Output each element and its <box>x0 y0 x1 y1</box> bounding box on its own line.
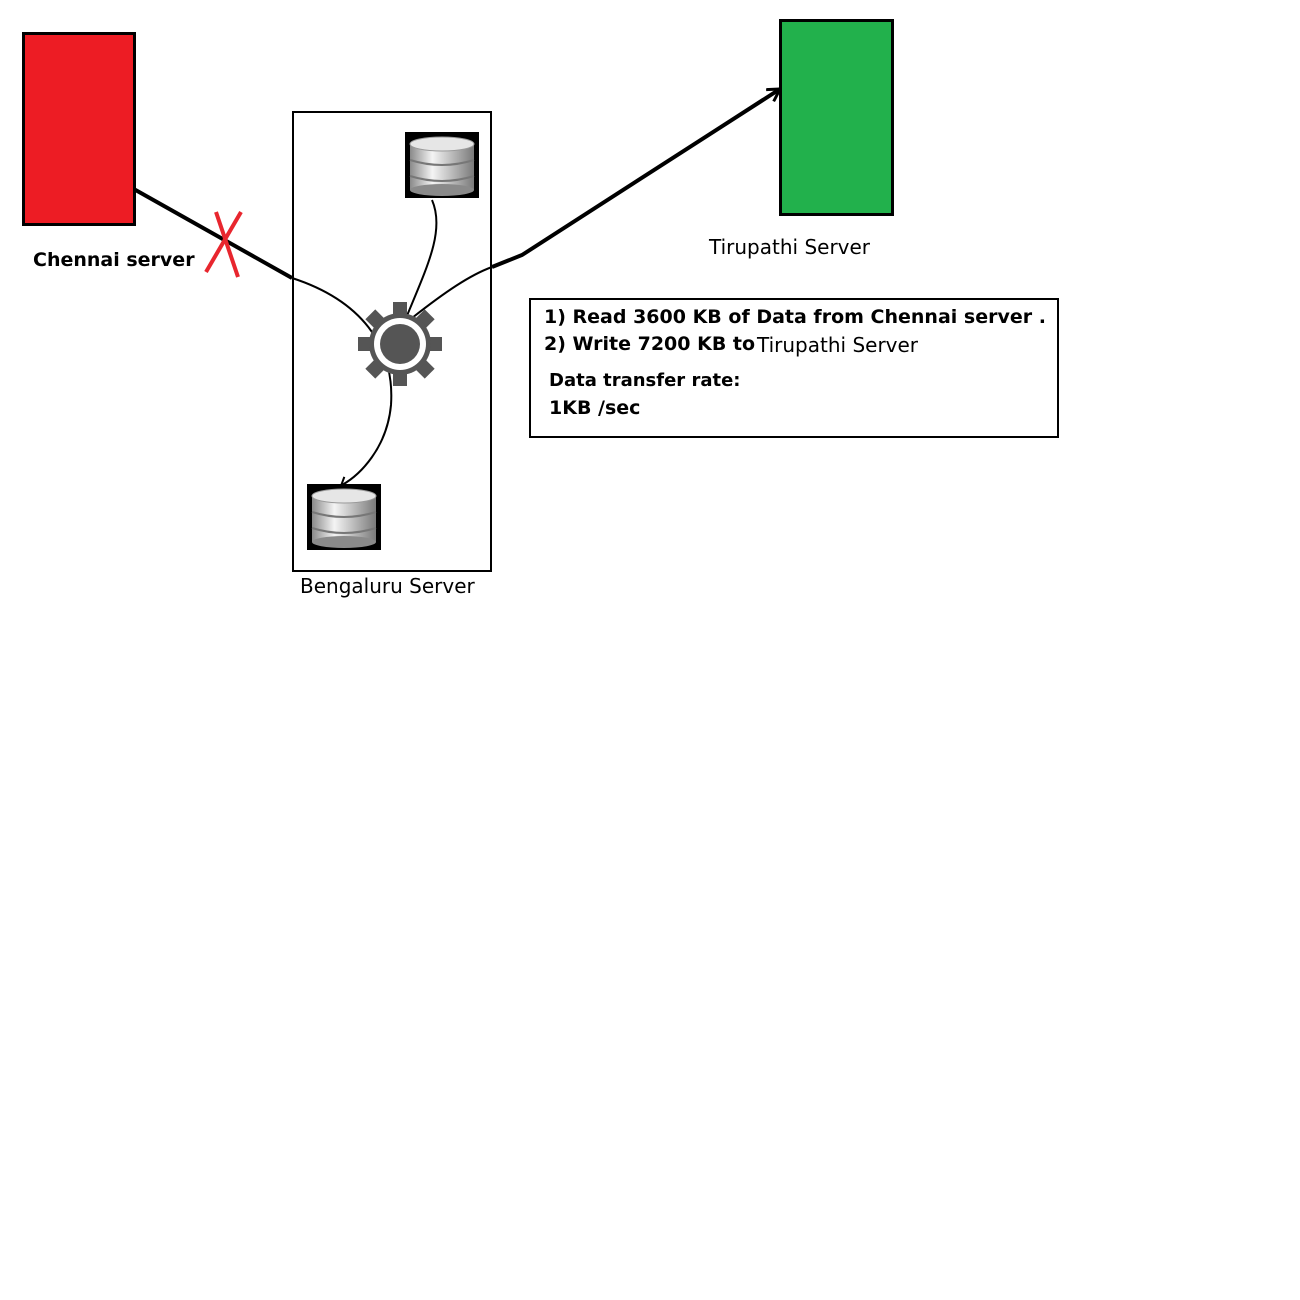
chennai-server-box <box>22 32 136 226</box>
bengaluru-server-label: Bengaluru Server <box>300 574 475 598</box>
info-rate-value: 1KB /sec <box>549 397 641 419</box>
info-step-write-prefix: 2) Write 7200 KB to <box>544 333 756 355</box>
database-icon <box>405 132 479 198</box>
info-box <box>529 298 1059 438</box>
gear-to-bengaluru-edge-link <box>411 266 493 319</box>
database-icon <box>307 484 381 550</box>
chennai-server-label: Chennai server <box>33 249 195 271</box>
bengaluru-server-box <box>292 111 492 572</box>
info-step-write-target: Tirupathi Server <box>757 333 919 357</box>
chennai-to-target-db-curve <box>291 277 393 489</box>
source-db-to-gear-link <box>405 199 438 319</box>
chennai-to-bengaluru-link <box>131 186 293 280</box>
bengaluru-to-tirupathi-link <box>491 87 780 269</box>
tirupathi-server-box <box>779 19 894 216</box>
info-rate-label: Data transfer rate: <box>549 370 741 391</box>
info-step-read: 1) Read 3600 KB of Data from Chennai ser… <box>544 306 1046 328</box>
tirupathi-server-label: Tirupathi Server <box>709 235 871 259</box>
x-mark-icon <box>204 210 243 278</box>
